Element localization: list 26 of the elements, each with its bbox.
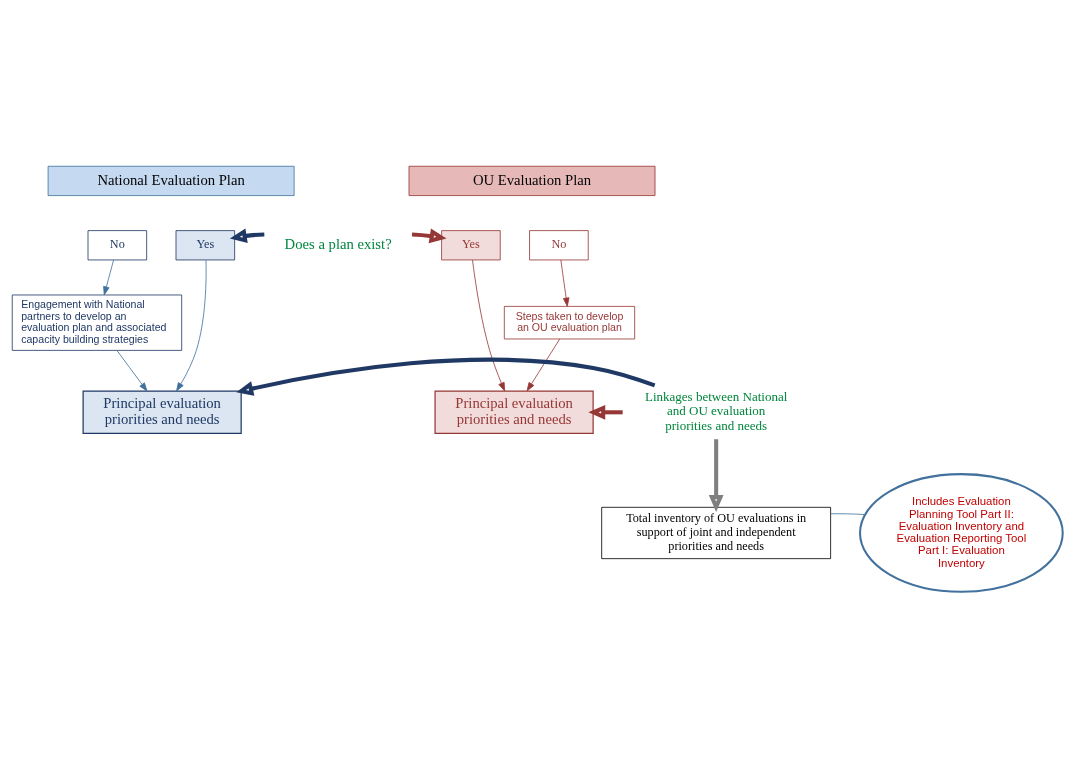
node-box: No (87, 230, 148, 261)
node-box: Principal evaluation priorities and needs (434, 390, 594, 435)
node-box: OU Evaluation Plan (408, 165, 656, 196)
node-text: Does a plan exist? (284, 235, 392, 252)
arrow (560, 259, 570, 307)
arrow (472, 259, 506, 392)
arrow (236, 357, 656, 396)
arrow (103, 259, 114, 296)
node-box: Yes (175, 230, 236, 261)
arrow (526, 338, 561, 392)
arrow (229, 228, 265, 244)
node-box: No (529, 230, 589, 261)
arrow (116, 350, 148, 392)
arrow (588, 404, 623, 420)
node-box: National Evaluation Plan (47, 165, 295, 196)
connector (830, 513, 866, 515)
node-box: Total inventory of OU evaluations in support of joint and independent priorities and needs (601, 506, 831, 560)
node-box: Principal evaluation priorities and needs (82, 390, 242, 435)
node-box: Steps taken to develop an OU evaluation plan (503, 306, 636, 340)
arrow (176, 259, 207, 392)
node-box: Engagement with National partners to develop an evaluation plan and associated capacity building strategies (11, 294, 183, 351)
node-box: Yes (441, 230, 501, 261)
node-ellipse: Includes Evaluation Planning Tool Part II: Evaluation Inventory and Evaluation Reporting Tool Part I: Evaluation Inventory (859, 473, 1064, 593)
arrow (411, 228, 447, 244)
arrow (708, 439, 724, 512)
node-text: Linkages between National and OU evaluation priorities and needs (644, 388, 788, 434)
